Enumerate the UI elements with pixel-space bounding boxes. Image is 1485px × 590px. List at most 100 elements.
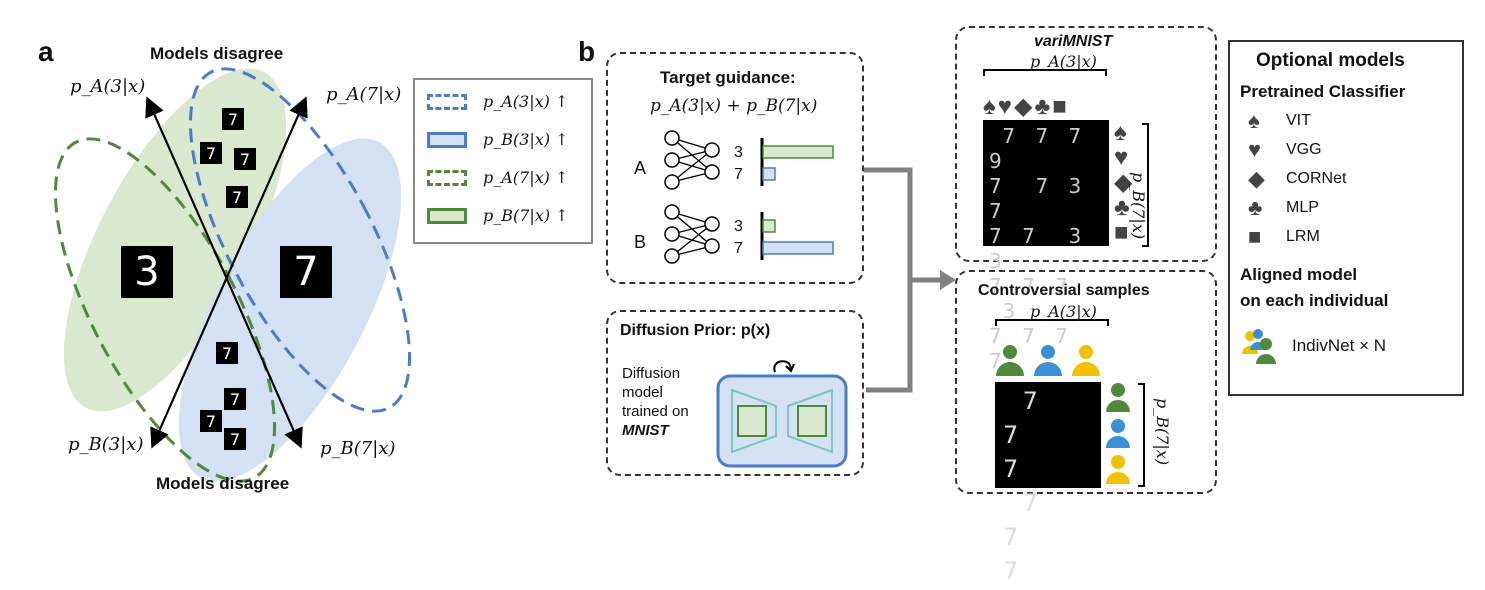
square-icon: ■ [1248,224,1262,249]
diffusion-model-icon [716,360,848,468]
classifier-name: LRM [1286,228,1320,245]
person-icon-blue [1106,419,1130,448]
classifier-item: ♣ MLP [1248,195,1319,221]
diffusion-description: Diffusion model trained on MNIST [622,365,689,439]
diffusion-title: Diffusion Prior: p(x) [620,322,771,339]
network-a-label: A [634,158,647,178]
varimnist-side-label: p_B(7|x) [1129,172,1148,240]
small-digit-image: 7 [216,342,238,364]
person-icon-green [1106,383,1130,412]
neuron [664,174,680,190]
legend-label: p_B(3|x) ↑ [483,130,569,149]
controversial-side-brace [1138,383,1145,487]
legend-swatch [427,207,467,224]
classifier-name: CORNet [1286,170,1347,187]
small-digit-image: 7 [234,148,256,170]
axis-label-pb3: p_B(3|x) [68,434,144,455]
legend-entry: p_B(3|x) ↑ [427,130,569,149]
classifier-name: VIT [1286,112,1311,129]
small-digit-image: 7 [224,388,246,410]
bottom-disagree-caption: Models disagree [156,474,290,493]
varimnist-side-brace [1142,123,1149,247]
varimnist-top-label: p_A(3|x) [1030,52,1097,71]
legend-entry: p_A(7|x) ↑ [427,168,568,187]
axis-label-pb7: p_B(7|x) [320,438,396,459]
person-icon-yellow [1072,345,1100,376]
diffusion-prior-box [606,310,864,476]
green-region [63,68,287,412]
optional-models-title: Optional models [1256,50,1405,71]
legend-entry: p_A(3|x) ↑ [427,92,568,111]
bar-a7 [762,167,776,181]
legend-label: p_A(3|x) ↑ [483,92,569,111]
legend-label: p_B(7|x) ↑ [483,206,569,225]
legend-swatch [427,93,467,110]
small-digit-image: 7 [200,142,222,164]
varimnist-top-icons: ♠♥◆♣■ [983,93,1069,120]
top-disagree-caption: Models disagree [150,44,284,63]
indivnet-label: IndivNet × N [1292,336,1387,355]
classifier-item: ♠ VIT [1248,108,1311,134]
axis-label-pa3: p_A(3|x) [70,76,146,97]
target-guidance-box [606,52,864,284]
pretrained-classifier-title: Pretrained Classifier [1240,82,1406,101]
varimnist-top-brace [983,69,1107,76]
bar-a3 [762,145,834,159]
blue-dashed-region [188,67,412,413]
neuron [664,204,680,220]
controversial-top-people [996,345,1100,376]
small-digit-image: 7 [226,186,248,208]
neuron [704,142,720,158]
diamond-icon: ◆ [1248,166,1265,191]
aligned-model-title: Aligned model on each individual [1240,265,1389,310]
heart-icon: ♥ [1248,137,1262,162]
small-digit-image: 7 [224,428,246,450]
legend-swatch [427,169,467,186]
controversial-box [955,270,1217,494]
neuron [664,248,680,264]
digit-3-image: 3 [121,246,173,298]
digit-7-image: 7 [280,246,332,298]
bar-b3 [762,219,776,233]
small-digit-image: 7 [200,410,222,432]
varimnist-box [955,26,1217,262]
connector-arrows [864,167,956,393]
legend-box: p_A(3|x) ↑ p_B(3|x) ↑ p_A(7|x) ↑ p_B(7|x) ↑ [413,78,593,244]
axis-label-pa7: p_A(7|x) [326,84,402,105]
varimnist-side-icons: ♠♥◆♣■ [1114,119,1133,246]
small-digit-image: 7 [222,108,244,130]
network-b-label: B [634,232,647,252]
controversial-title: Controversial samples [978,282,1150,299]
target-formula: p_A(3|x) + p_B(7|x) [650,96,818,116]
legend-entry: p_B(7|x) ↑ [427,206,569,225]
classifier-item: ♥ VGG [1248,137,1322,163]
neuron [664,152,680,168]
neuron [704,216,720,232]
legend-label: p_A(7|x) ↑ [483,168,569,187]
network-diagram [664,130,834,264]
mnist-dataset-label: MNIST [622,422,669,439]
neuron [664,130,680,146]
person-icon-yellow [1106,455,1130,484]
spade-icon: ♠ [1248,108,1260,133]
target-guidance-title: Target guidance: [660,68,796,87]
green-dashed-region [53,137,277,483]
classifier-name: VGG [1286,141,1322,158]
person-icon-green [996,345,1024,376]
indivnet-icon [1242,329,1276,364]
bar-b7 [762,241,834,255]
controversial-top-brace [995,319,1109,326]
neuron [704,238,720,254]
controversial-top-label: p_A(3|x) [1030,302,1097,321]
axis-arrow-pb3 [150,99,306,449]
club-icon: ♣ [1248,195,1263,220]
neuron [664,226,680,242]
optional-models-box [1228,40,1464,396]
panel-a-label: a [38,36,54,67]
classifier-name: MLP [1286,199,1319,216]
legend-swatch [427,131,467,148]
panel-b-label: b [578,36,596,67]
bar-label-b7: 7 [734,240,743,257]
varimnist-title: variMNIST [1034,33,1113,50]
